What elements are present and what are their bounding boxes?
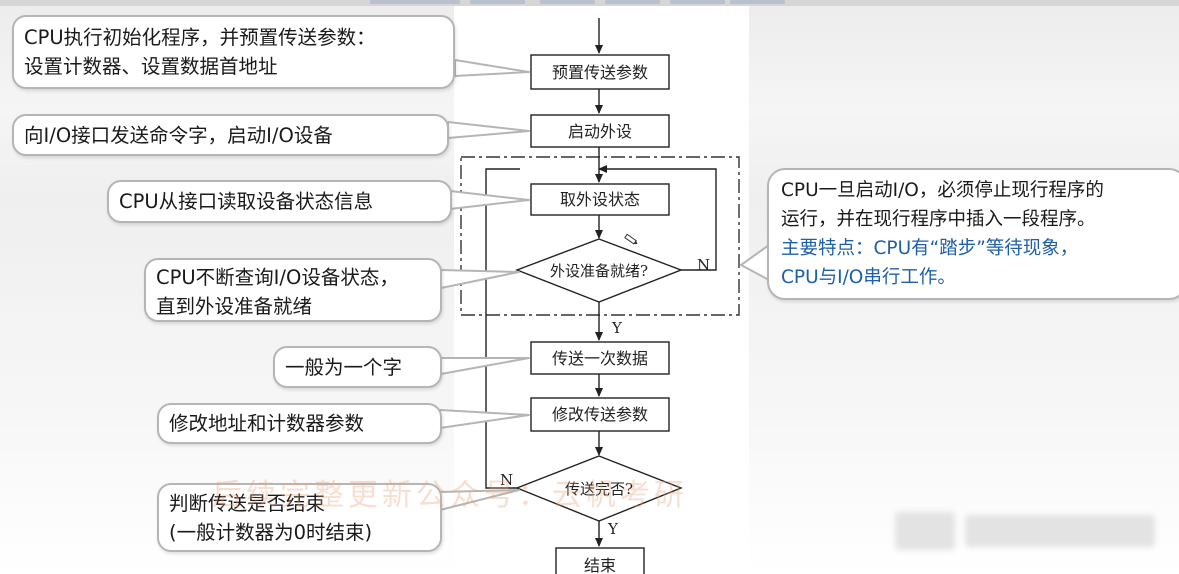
callout-preset-line2: 设置计数器、设置数据首地址 (24, 55, 278, 78)
node-ready-check-label: 外设准备就绪? (550, 262, 648, 280)
callout-done-check-line2: (一般计数器为0时结束) (169, 521, 373, 544)
callout-right-note: CPU一旦启动I/O，必须停止现行程序的 运行，并在现行程序中插入一段程序。 主… (767, 168, 1179, 300)
node-start-device-label: 启动外设 (568, 122, 632, 141)
node-read-status-label: 取外设状态 (560, 190, 640, 209)
right-note-line2: 运行，并在现行程序中插入一段程序。 (781, 209, 1096, 230)
callout-done-check-line1: 判断传送是否结束 (169, 492, 326, 515)
callout-pointer (440, 357, 530, 375)
top-toolbar-strip (0, 0, 1179, 6)
right-note-highlight2: CPU与I/O串行工作。 (781, 267, 956, 288)
node-done-check (515, 455, 683, 522)
callout-pointer (447, 121, 530, 139)
callout-read-status-line: CPU从接口读取设备状态信息 (119, 190, 374, 213)
callout-pointer (440, 269, 520, 289)
right-note-line1: CPU一旦启动I/O，必须停止现行程序的 (781, 180, 1104, 201)
node-transfer-once (530, 341, 670, 375)
label-ready-no: N (697, 256, 710, 274)
right-note-highlight1: 主要特点：CPU有“踏步”等待现象， (781, 238, 1079, 259)
not-done-loop-line (485, 168, 520, 489)
label-ready-yes: Y (611, 319, 623, 337)
blurred-logo-text (965, 515, 1155, 547)
node-end-label: 结束 (584, 556, 616, 574)
callout-preset-line1: CPU执行初始化程序，并预置传送参数： (24, 26, 376, 49)
callout-start-device-line: 向I/O接口发送命令字，启动I/O设备 (24, 124, 333, 147)
not-ready-loop-line (598, 165, 717, 271)
node-preset-params (530, 54, 670, 90)
callout-ready-check-line1: CPU不断查询I/O设备状态， (156, 266, 399, 289)
pencil-icon (624, 233, 638, 245)
node-modify-params-label: 修改传送参数 (552, 405, 648, 424)
callout-done-check: 判断传送是否结束 (一般计数器为0时结束) (157, 483, 442, 552)
node-end (555, 547, 645, 574)
callout-pointer (454, 59, 530, 77)
node-start-device (530, 114, 670, 148)
node-preset-params-label: 预置传送参数 (552, 63, 648, 82)
label-done-no: N (500, 471, 513, 489)
callout-preset: CPU执行初始化程序，并预置传送参数： 设置计数器、设置数据首地址 (12, 15, 455, 89)
callout-pointer (449, 190, 530, 210)
callout-read-status: CPU从接口读取设备状态信息 (107, 180, 452, 223)
node-read-status (530, 183, 670, 216)
callout-ready-check-line2: 直到外设准备就绪 (156, 295, 313, 318)
callout-modify: 修改地址和计数器参数 (157, 403, 442, 444)
node-transfer-once-label: 传送一次数据 (552, 349, 648, 368)
callout-transfer: 一般为一个字 (273, 346, 442, 388)
callout-pointer (740, 244, 770, 281)
node-done-check-label: 传送完否? (565, 480, 633, 498)
callout-transfer-line: 一般为一个字 (285, 356, 403, 379)
node-ready-check (515, 238, 683, 303)
polling-loop-region (460, 156, 740, 316)
callout-start-device: 向I/O接口发送命令字，启动I/O设备 (12, 114, 449, 156)
callout-pointer (439, 409, 530, 429)
label-done-yes: Y (607, 520, 619, 538)
callout-ready-check: CPU不断查询I/O设备状态， 直到外设准备就绪 (144, 258, 442, 322)
node-modify-params (530, 397, 670, 432)
watermark: 后续完整更新公众号：云帆考研 (212, 478, 688, 513)
blurred-logo (895, 512, 955, 550)
callout-modify-line: 修改地址和计数器参数 (169, 412, 365, 435)
